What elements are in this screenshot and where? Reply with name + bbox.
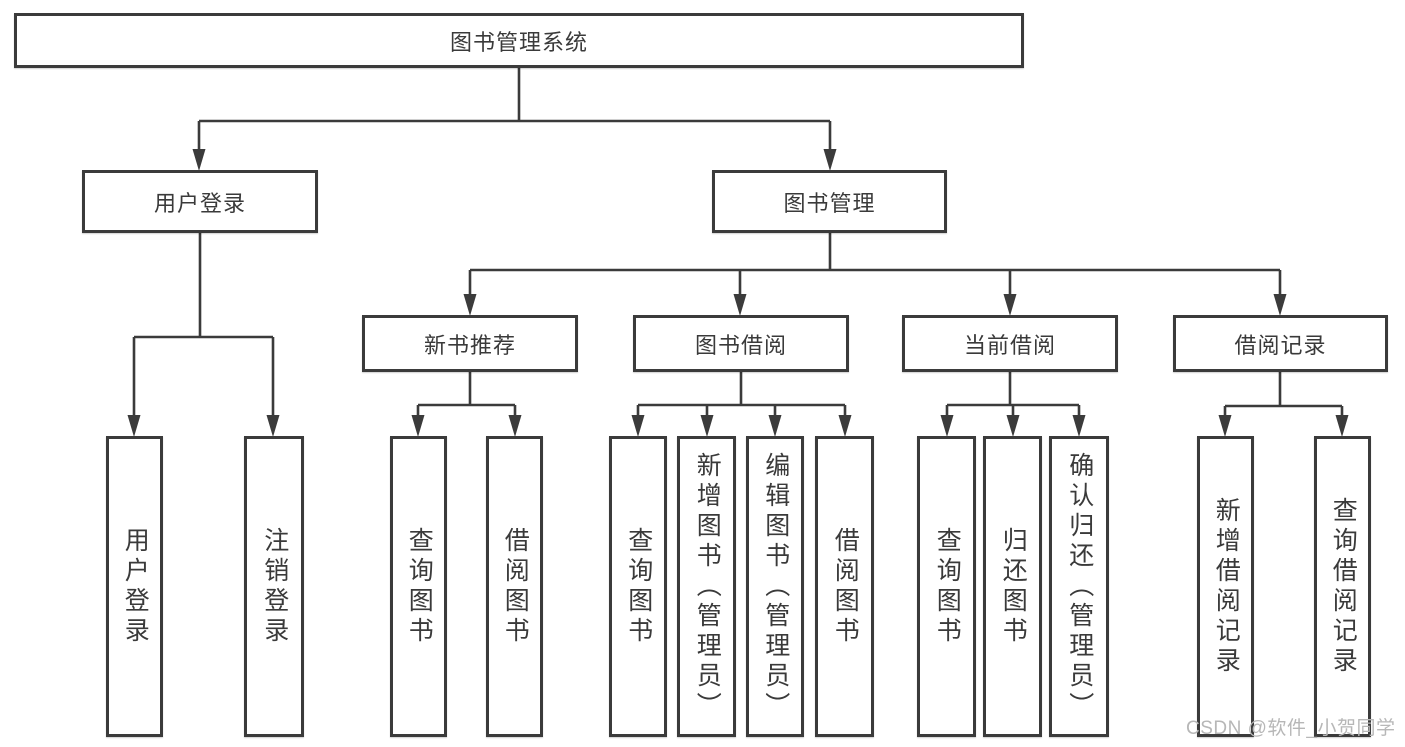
- connector-paths: [132, 68, 1344, 418]
- leaf-label: 查询借阅记录: [1329, 496, 1358, 677]
- leaf-label: 新增借阅记录: [1212, 496, 1241, 677]
- node-label: 图书管理: [783, 190, 876, 216]
- node-label: 当前借阅: [963, 332, 1056, 358]
- leaf-query-books-borrowing: 查询图书: [609, 436, 667, 737]
- node-library-management-system: 图书管理系统: [14, 13, 1024, 68]
- node-label: 用户登录: [153, 190, 246, 216]
- leaf-borrow-books-borrowing: 借阅图书: [815, 436, 874, 737]
- node-book-management: 图书管理: [712, 170, 947, 233]
- leaf-label: 注销登录: [260, 526, 289, 647]
- leaf-add-book-admin: 新增图书（管理员）: [677, 436, 736, 737]
- leaf-label: 查询图书: [933, 526, 962, 647]
- leaf-label: 归还图书: [999, 526, 1028, 647]
- node-current-borrowing: 当前借阅: [902, 315, 1118, 372]
- csdn-watermark: CSDN @软件_小贺同学: [1186, 718, 1396, 739]
- leaf-label: 确认归还（管理员）: [1065, 451, 1094, 722]
- node-borrowing-records: 借阅记录: [1173, 315, 1388, 372]
- leaf-user-login: 用户登录: [106, 436, 163, 737]
- node-label: 图书管理系统: [449, 29, 588, 55]
- leaf-label: 用户登录: [121, 526, 150, 647]
- leaf-query-borrow-record: 查询借阅记录: [1314, 436, 1371, 737]
- leaf-label: 查询图书: [405, 526, 434, 647]
- leaf-confirm-return-admin: 确认归还（管理员）: [1049, 436, 1109, 737]
- leaf-edit-book-admin: 编辑图书（管理员）: [746, 436, 804, 737]
- node-user-login: 用户登录: [82, 170, 318, 233]
- node-book-borrowing: 图书借阅: [633, 315, 849, 372]
- leaf-add-borrow-record: 新增借阅记录: [1197, 436, 1254, 737]
- leaf-label: 编辑图书（管理员）: [761, 451, 790, 722]
- arrowheads: [127, 149, 1349, 437]
- node-label: 借阅记录: [1234, 332, 1327, 358]
- leaf-query-books-recommend: 查询图书: [390, 436, 447, 737]
- leaf-return-books: 归还图书: [983, 436, 1042, 737]
- leaf-label: 借阅图书: [501, 526, 530, 647]
- node-label: 图书借阅: [694, 332, 787, 358]
- node-label: 新书推荐: [423, 332, 516, 358]
- node-new-book-recommendation: 新书推荐: [362, 315, 578, 372]
- leaf-borrow-books-recommend: 借阅图书: [486, 436, 543, 737]
- leaf-label: 新增图书（管理员）: [693, 451, 722, 722]
- leaf-logout-login: 注销登录: [244, 436, 304, 737]
- leaf-label: 查询图书: [624, 526, 653, 647]
- leaf-label: 借阅图书: [831, 526, 860, 647]
- leaf-query-books-current: 查询图书: [917, 436, 976, 737]
